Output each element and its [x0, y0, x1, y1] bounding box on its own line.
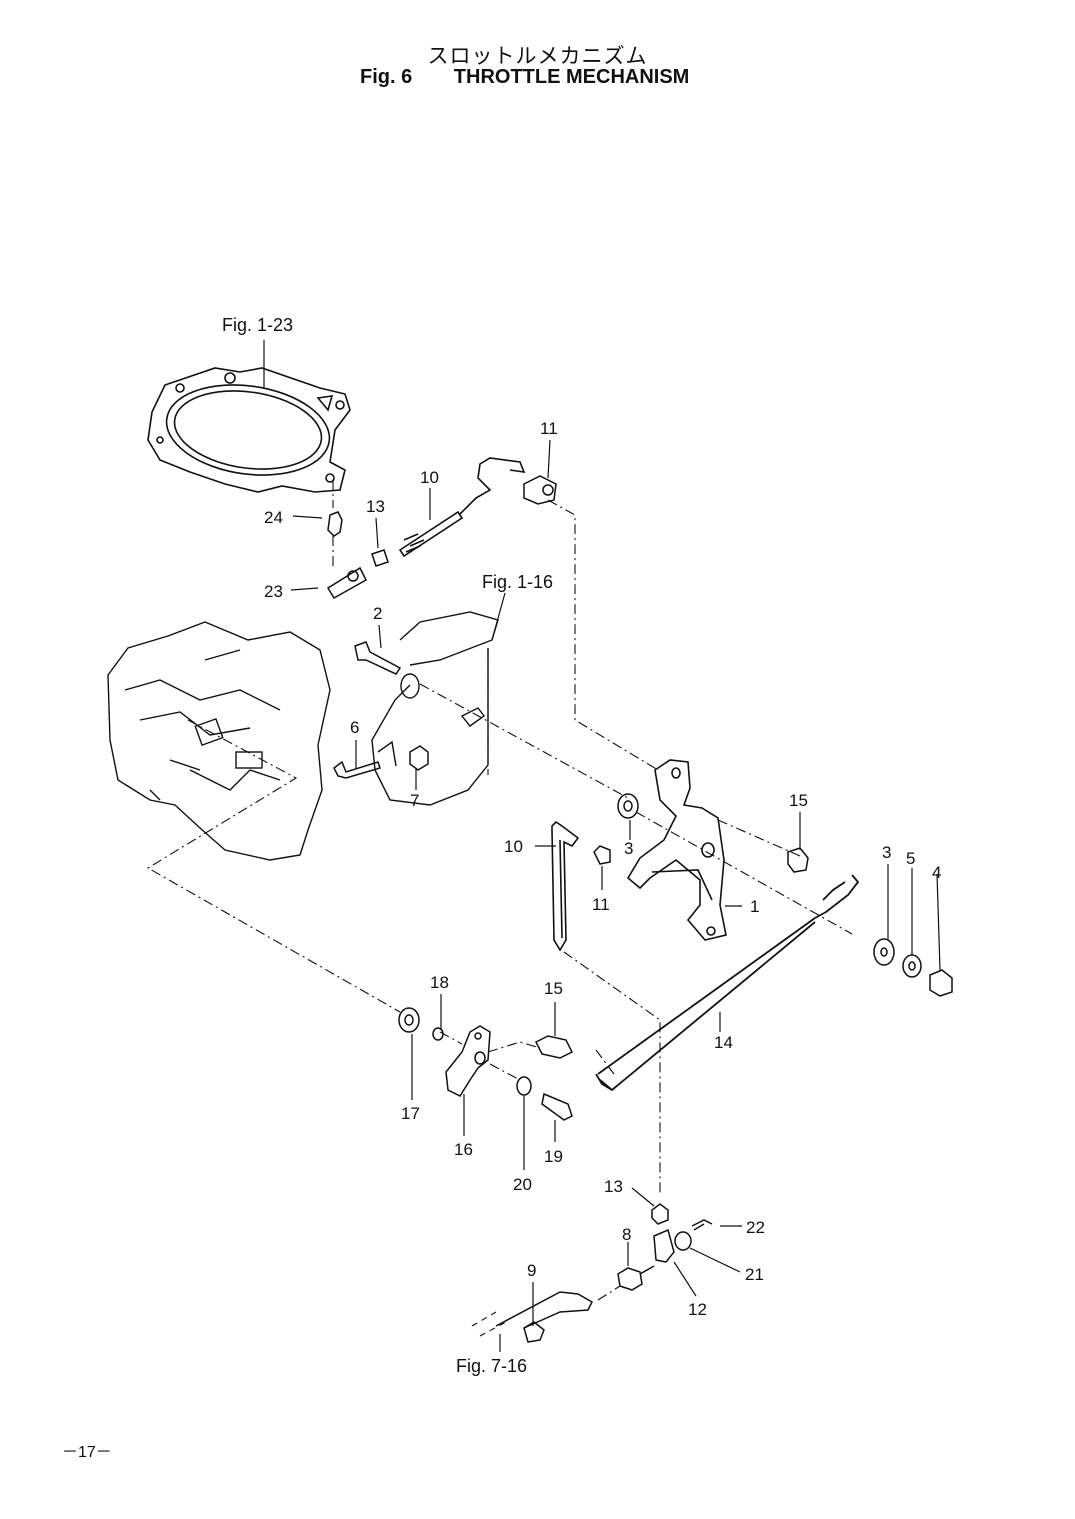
- callout-part-21: 21: [745, 1265, 764, 1284]
- callout-part-3b: 3: [882, 843, 891, 862]
- callout-part-6: 6: [350, 718, 359, 737]
- callout-part-24: 24: [264, 508, 283, 527]
- part-callouts: 1 2 3 3 4 5 6 7 8 9 10 10 11 11 12 13 13…: [264, 419, 941, 1319]
- rod-10-lower: [551, 820, 580, 952]
- leader-lines: [263, 340, 941, 1352]
- figure-title-english: THROTTLE MECHANISM: [453, 66, 690, 88]
- fig-ref-1-23: Fig. 1-23: [222, 315, 293, 335]
- callout-part-12: 12: [688, 1300, 707, 1319]
- callout-part-11b: 11: [592, 895, 610, 914]
- callout-part-3a: 3: [624, 839, 633, 858]
- throttle-rod: [595, 874, 860, 1092]
- small-parts: [326, 475, 953, 1343]
- callout-part-13a: 13: [366, 497, 385, 516]
- mounting-flange: [147, 367, 351, 493]
- throttle-lever-bracket: [626, 759, 727, 941]
- callout-part-13b: 13: [604, 1177, 623, 1196]
- callout-part-23: 23: [264, 582, 283, 601]
- callout-part-19: 19: [544, 1147, 563, 1166]
- callout-part-1: 1: [750, 897, 759, 916]
- page-number: －17－: [62, 1444, 112, 1461]
- callout-part-5: 5: [906, 849, 915, 868]
- engine-block: [107, 621, 331, 861]
- callout-part-15a: 15: [789, 791, 808, 810]
- callout-part-16: 16: [454, 1140, 473, 1159]
- fig-ref-1-16: Fig. 1-16: [482, 572, 553, 592]
- throttle-bracket-upper: [371, 611, 499, 806]
- assembly-center-lines: [146, 480, 853, 1301]
- figure-number: Fig. 6: [360, 66, 413, 88]
- rod-10-upper: [398, 457, 526, 558]
- callout-part-8: 8: [622, 1225, 631, 1244]
- callout-part-10b: 10: [504, 837, 523, 856]
- callout-part-17: 17: [401, 1104, 420, 1123]
- callout-part-14: 14: [714, 1033, 733, 1052]
- figure-title: Fig. 6 THROTTLE MECHANISM: [360, 66, 689, 89]
- fig-ref-7-16: Fig. 7-16: [456, 1356, 527, 1376]
- callout-part-4: 4: [932, 863, 941, 882]
- callout-part-2: 2: [373, 604, 382, 623]
- callout-part-15b: 15: [544, 979, 563, 998]
- callout-part-9: 9: [527, 1261, 536, 1280]
- callout-part-10a: 10: [420, 468, 439, 487]
- callout-part-7: 7: [410, 791, 419, 810]
- callout-part-20: 20: [513, 1175, 532, 1194]
- callout-part-18: 18: [430, 973, 449, 992]
- callout-part-22: 22: [746, 1218, 765, 1237]
- callout-part-11a: 11: [540, 419, 558, 438]
- title-japanese: スロットルメカニズム: [427, 44, 648, 68]
- hidden-lines: [471, 648, 507, 1337]
